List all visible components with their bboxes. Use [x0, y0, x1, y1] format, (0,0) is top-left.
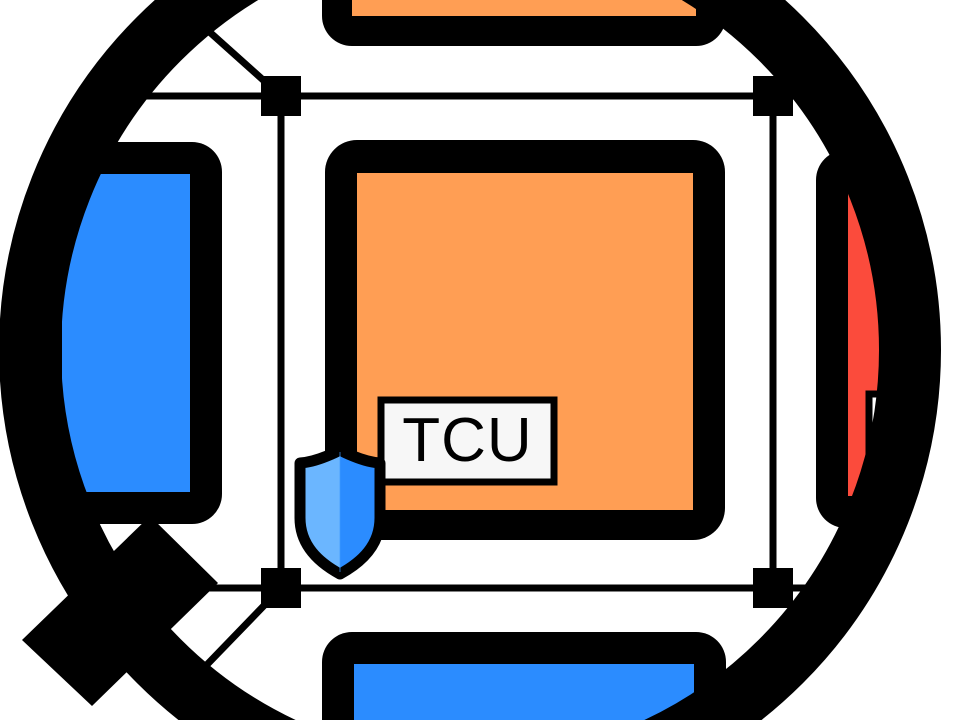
magnifier-handle — [22, 516, 218, 706]
node-top-left[interactable] — [261, 76, 301, 116]
node-bottom-left[interactable] — [261, 568, 301, 608]
module-top[interactable] — [322, 0, 726, 46]
module-left-fill — [62, 174, 190, 492]
shield-outline — [294, 444, 386, 580]
bus-nodes — [261, 76, 793, 608]
module-bottom[interactable] — [322, 632, 726, 720]
tcu-label-box — [377, 396, 558, 486]
module-center-tcu[interactable] — [325, 140, 725, 540]
module-bottom-fill — [354, 664, 694, 720]
node-bottom-right[interactable] — [753, 568, 793, 608]
module-left[interactable] — [30, 142, 222, 524]
security-shield-icon[interactable] — [294, 444, 386, 580]
module-top-fill — [352, 0, 696, 16]
